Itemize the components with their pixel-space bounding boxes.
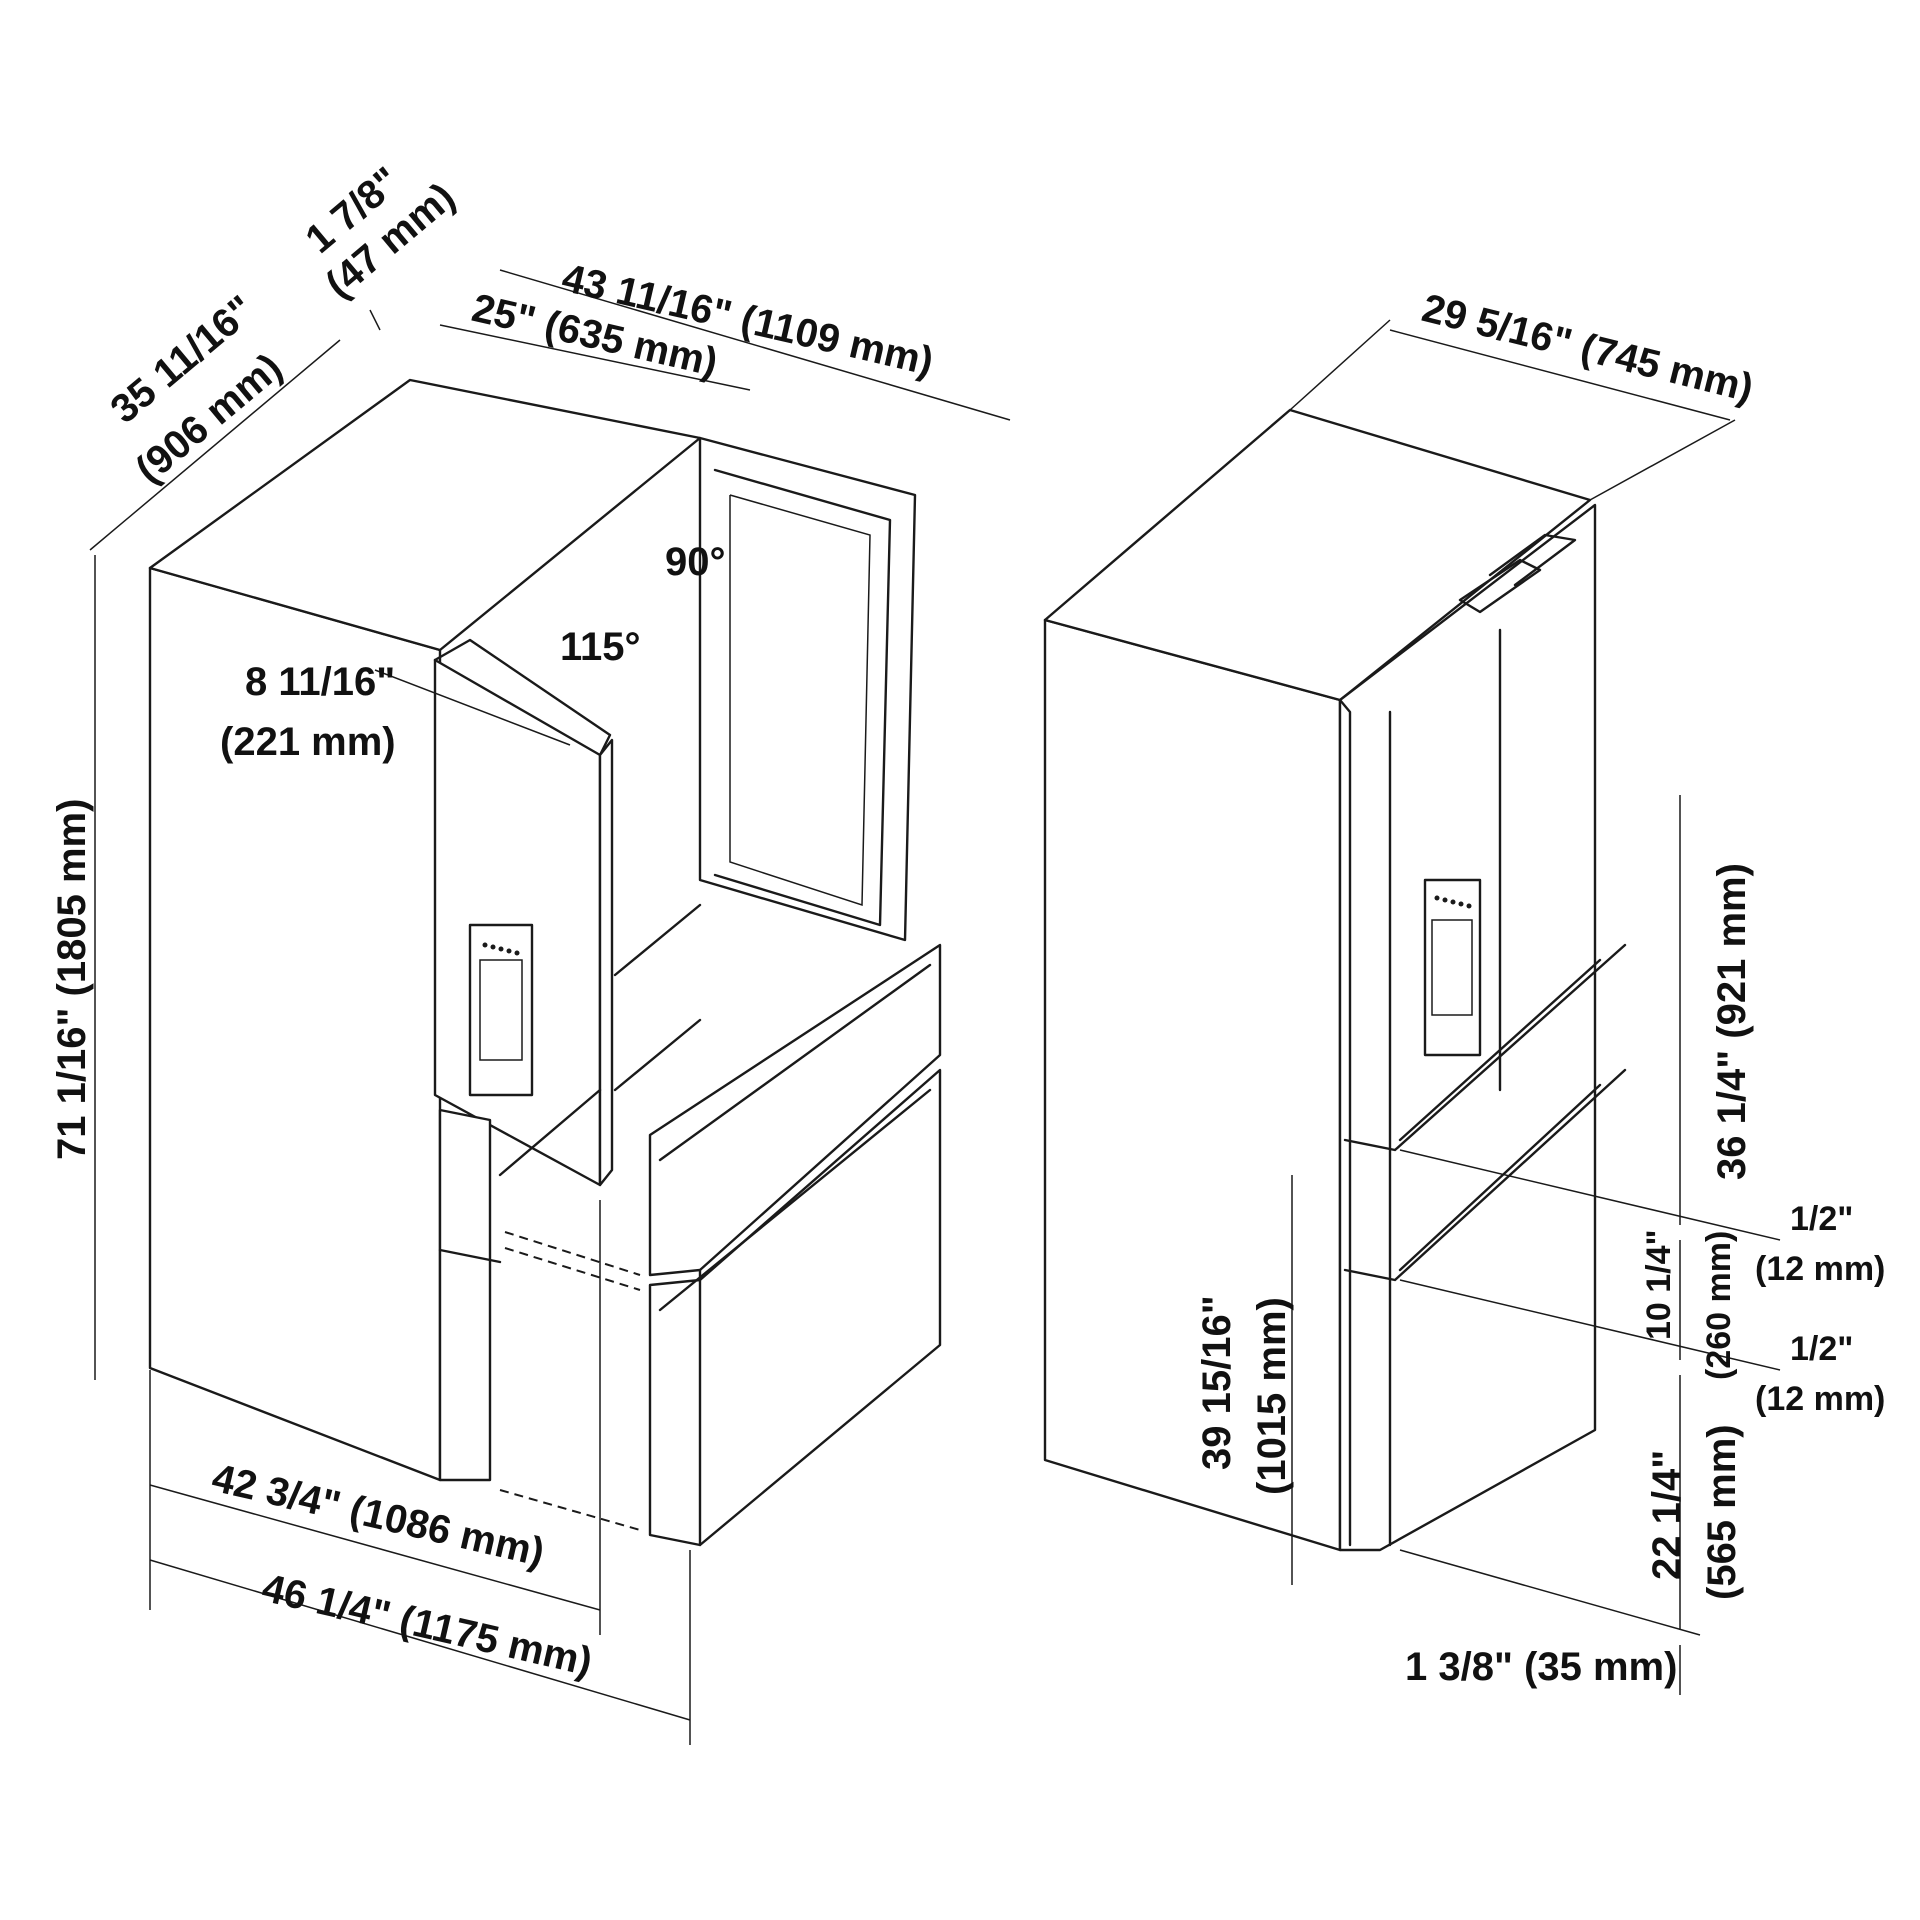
label-angle-115: 115° — [560, 625, 641, 669]
left-refrigerator — [148, 378, 942, 1547]
lower-cabinet-front — [438, 1108, 492, 1482]
label-door-width-mm: (221 mm) — [220, 720, 396, 764]
label-lower-drawer-in: 22 1/4" — [1645, 1450, 1689, 1580]
water-dispenser-right — [1423, 878, 1482, 1057]
drawer-divider-1 — [1343, 943, 1627, 1152]
right-refrigerator — [1043, 408, 1627, 1552]
label-base-height-mm: (1015 mm) — [1250, 1297, 1294, 1495]
freezer-drawer-upper — [648, 943, 942, 1277]
label-gap-bottom-mm: (12 mm) — [1755, 1380, 1885, 1418]
label-middle-drawer-in: 10 1/4" — [1640, 1229, 1678, 1340]
label-overall-width: 29 5/16" (745 mm) — [1418, 286, 1758, 411]
label-upper-section: 36 1/4" (921 mm) — [1710, 863, 1754, 1180]
left-door-edge — [598, 738, 614, 1187]
label-gap-top-mm: (12 mm) — [1755, 1250, 1885, 1288]
cabinet-side-left — [148, 566, 442, 1482]
cabinet-side-right — [1043, 618, 1342, 1552]
label-gap-bottom-in: 1/2" — [1790, 1330, 1853, 1368]
label-door-width-in: 8 11/16" — [245, 660, 395, 704]
label-angle-90: 90° — [665, 540, 726, 584]
label-width-open-2: 46 1/4" (1175 mm) — [258, 1566, 596, 1685]
right-door-open — [698, 436, 917, 942]
label-toe-kick: 1 3/8" (35 mm) — [1405, 1645, 1677, 1689]
label-base-height-in: 39 15/16" — [1195, 1295, 1239, 1470]
drawer-divider-2 — [1343, 1068, 1627, 1282]
right-dimension-lines — [1289, 319, 1781, 1695]
left-dimension-lines — [89, 269, 1011, 1745]
label-lower-drawer-mm: (565 mm) — [1700, 1424, 1744, 1600]
label-gap-top-in: 1/2" — [1790, 1200, 1853, 1238]
left-door-open — [433, 658, 602, 1187]
label-height: 71 1/16" (1805 mm) — [50, 799, 94, 1160]
label-middle-drawer-mm: (260 mm) — [1700, 1231, 1738, 1380]
